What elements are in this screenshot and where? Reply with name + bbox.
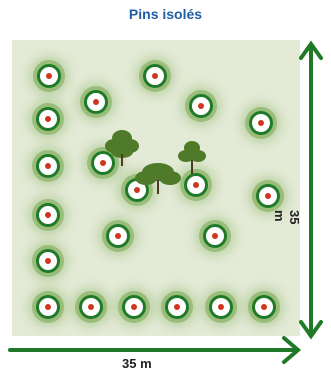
height-label: 35 m [272,210,302,239]
width-label: 35 m [122,356,152,371]
